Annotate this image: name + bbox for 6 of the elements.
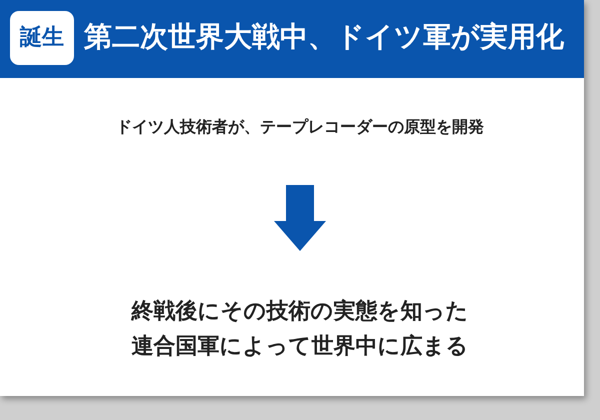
header-title: 第二次世界大戦中、ドイツ軍が実用化 — [84, 19, 564, 55]
step-text: ドイツ人技術者が、テープレコーダーの原型を開発 — [116, 116, 484, 138]
badge-label: 誕生 — [20, 24, 64, 52]
down-arrow — [274, 185, 326, 251]
result-text: 終戦後にその技術の実態を知った連合国軍によって世界中に広まる — [130, 298, 470, 361]
badge — [10, 11, 74, 65]
